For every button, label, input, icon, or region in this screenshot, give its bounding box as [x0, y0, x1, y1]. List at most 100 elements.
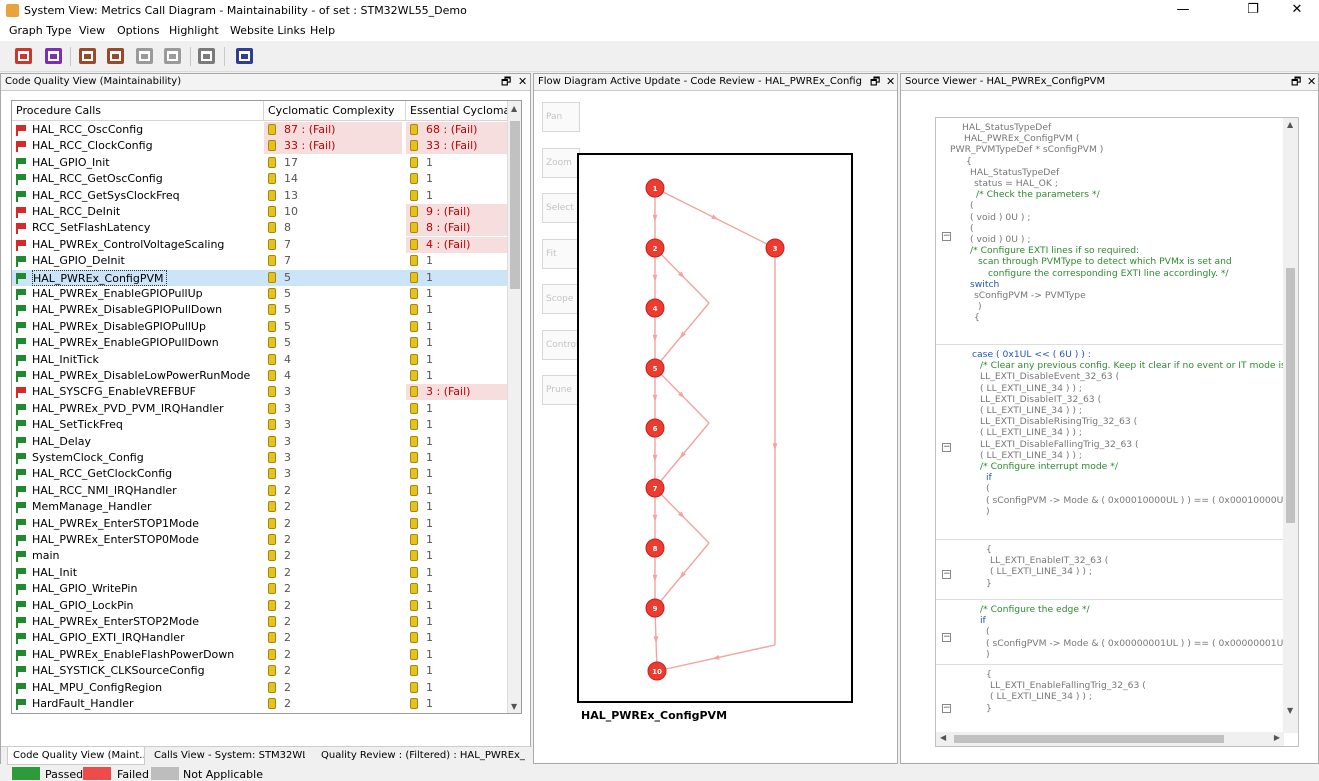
source-scrollbar[interactable]: ▲ ▼: [1283, 118, 1298, 733]
procedure-name[interactable]: HAL_PWREx_DisableGPIOPullUp: [32, 319, 206, 333]
scope-button[interactable]: Scope: [542, 284, 580, 314]
flow-node[interactable]: [647, 661, 667, 681]
menu-options[interactable]: Options: [117, 24, 160, 37]
procedure-name[interactable]: HAL_PWREx_ControlVoltageScaling: [32, 237, 225, 251]
prune-button[interactable]: Prune: [542, 375, 580, 405]
flow-node[interactable]: [645, 238, 665, 258]
menu-highlight[interactable]: Highlight: [169, 24, 219, 37]
scroll-right-icon[interactable]: ▶: [1273, 733, 1280, 742]
procedure-name[interactable]: HAL_MPU_ConfigRegion: [32, 680, 163, 694]
save-icon[interactable]: [236, 48, 253, 64]
procedure-name[interactable]: main: [32, 549, 60, 563]
procedure-name[interactable]: HAL_GPIO_DeInit: [32, 254, 125, 268]
procedure-name[interactable]: HAL_PWREx_DisableGPIOPullDown: [32, 303, 223, 317]
scroll-left-icon[interactable]: ◀: [940, 733, 947, 742]
procedure-name[interactable]: HAL_PWREx_EnableGPIOPullUp: [32, 287, 203, 300]
flow-node[interactable]: [645, 418, 665, 438]
flow-node[interactable]: [645, 358, 665, 378]
graph-call-tree-icon[interactable]: [15, 48, 32, 64]
procedure-name[interactable]: HAL_Init: [32, 565, 78, 579]
procedure-name[interactable]: HAL_RCC_GetOscConfig: [32, 172, 163, 186]
float-panel-icon[interactable]: 🗗: [1291, 75, 1302, 88]
collapse-icon[interactable]: −: [942, 569, 951, 579]
close-window-button[interactable]: ✕: [1291, 2, 1303, 17]
menu-website-links[interactable]: Website Links: [230, 24, 306, 37]
procedure-name[interactable]: HAL_GPIO_ReadPin: [32, 712, 139, 713]
control-button[interactable]: Control: [542, 330, 580, 360]
minimize-button[interactable]: —: [1176, 2, 1190, 17]
graph-disabled-icon[interactable]: [136, 48, 153, 64]
collapse-icon[interactable]: −: [942, 230, 951, 241]
close-panel-icon[interactable]: ✕: [886, 75, 896, 88]
float-panel-icon[interactable]: 🗗: [501, 75, 512, 88]
table-row[interactable]: HAL_GPIO_ReadPin21: [12, 712, 509, 713]
procedure-name[interactable]: MemManage_Handler: [32, 500, 152, 514]
flow-node[interactable]: [645, 298, 665, 318]
flow-node[interactable]: [645, 538, 665, 558]
column-header-cyclomatic[interactable]: Cyclomatic Complexity: [264, 101, 406, 121]
hscroll-thumb[interactable]: [954, 735, 1224, 743]
procedure-name[interactable]: HAL_RCC_NMI_IRQHandler: [32, 483, 177, 497]
procedure-name[interactable]: HardFault_Handler: [32, 697, 134, 710]
procedure-name[interactable]: HAL_PWREx_PVD_PVM_IRQHandler: [32, 401, 224, 415]
procedure-name[interactable]: HAL_GPIO_Init: [32, 155, 110, 169]
flow-node[interactable]: [645, 178, 665, 198]
zoom-button[interactable]: Zoom: [542, 148, 580, 178]
flow-node[interactable]: [645, 598, 665, 618]
procedure-name[interactable]: HAL_PWREx_EnterSTOP1Mode: [32, 516, 200, 530]
graph-disabled-2-icon[interactable]: [164, 48, 181, 64]
procedure-name[interactable]: HAL_GPIO_LockPin: [32, 598, 134, 612]
procedure-name[interactable]: HAL_PWREx_ConfigPVM: [32, 269, 168, 286]
procedure-name[interactable]: HAL_GPIO_WritePin: [32, 582, 138, 596]
procedure-name[interactable]: HAL_Delay: [32, 434, 91, 448]
collapse-icon[interactable]: −: [942, 631, 951, 642]
tab-quality-review[interactable]: Quality Review : (Filtered) : HAL_PWREx_…: [321, 750, 526, 761]
close-panel-icon[interactable]: ✕: [518, 75, 528, 88]
scroll-thumb[interactable]: [510, 121, 520, 289]
menu-graph-type[interactable]: Graph Type: [9, 24, 72, 37]
procedure-name[interactable]: HAL_RCC_DeInit: [32, 205, 121, 218]
procedure-name[interactable]: RCC_SetFlashLatency: [32, 221, 151, 235]
procedure-name[interactable]: HAL_PWREx_DisableLowPowerRunMode: [32, 369, 251, 382]
graph-dataflow-icon[interactable]: [107, 48, 124, 64]
tab-calls-view[interactable]: Calls View - System: STM32WL...: [154, 750, 305, 761]
procedure-name[interactable]: HAL_InitTick: [32, 352, 99, 366]
procedure-name[interactable]: HAL_PWREx_EnableFlashPowerDown: [32, 647, 235, 661]
procedure-name[interactable]: SystemClock_Config: [32, 451, 144, 464]
scroll-up-icon[interactable]: ▲: [511, 104, 518, 113]
scroll-down-icon[interactable]: ▼: [1287, 706, 1294, 715]
graph-metrics-icon[interactable]: [45, 48, 62, 64]
procedure-name[interactable]: HAL_PWREx_EnterSTOP2Mode: [32, 615, 200, 628]
maximize-button[interactable]: ❐: [1247, 2, 1259, 17]
procedure-name[interactable]: HAL_GPIO_EXTI_IRQHandler: [32, 631, 185, 645]
procedure-name[interactable]: HAL_SYSCFG_EnableVREFBUF: [32, 385, 196, 399]
graph-flow-icon[interactable]: [79, 48, 96, 64]
scroll-thumb[interactable]: [1286, 268, 1295, 523]
select-button[interactable]: Select: [542, 193, 580, 223]
collapse-icon[interactable]: −: [942, 702, 951, 713]
